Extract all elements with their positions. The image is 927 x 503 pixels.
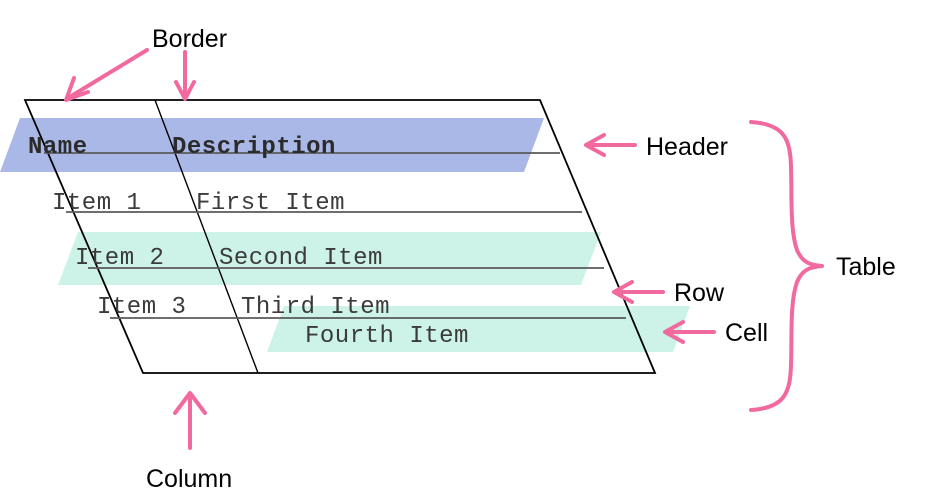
cell-name-row-3: Item 3 <box>97 294 186 321</box>
header-arrow-icon <box>584 133 637 157</box>
cell-name-row-1: Item 1 <box>52 190 141 217</box>
table-outline <box>23 99 657 374</box>
column-arrow-icon <box>173 391 207 450</box>
border-arrow-left-icon <box>64 48 149 102</box>
cell-description-row-3: Third Item <box>241 294 390 321</box>
column-header-description: Description <box>172 134 336 161</box>
row-highlight-band <box>58 232 601 285</box>
table-curly-brace-icon <box>749 120 824 412</box>
label-header: Header <box>646 133 728 161</box>
column-divider <box>154 99 259 374</box>
column-header-name: Name <box>28 134 88 161</box>
cell-description-row-4: Fourth Item <box>305 323 469 350</box>
label-border: Border <box>152 25 227 53</box>
cell-name-row-2: Item 2 <box>75 245 164 272</box>
cell-arrow-icon <box>663 320 716 344</box>
label-table: Table <box>836 253 896 281</box>
border-arrow-down-icon <box>174 50 196 101</box>
row-arrow-icon <box>612 280 665 304</box>
cell-description-row-2: Second Item <box>219 245 383 272</box>
header-highlight-band <box>0 118 544 172</box>
label-row: Row <box>674 279 725 307</box>
label-cell: Cell <box>725 319 768 347</box>
cell-description-row-1: First Item <box>196 190 345 217</box>
label-column: Column <box>146 465 232 493</box>
